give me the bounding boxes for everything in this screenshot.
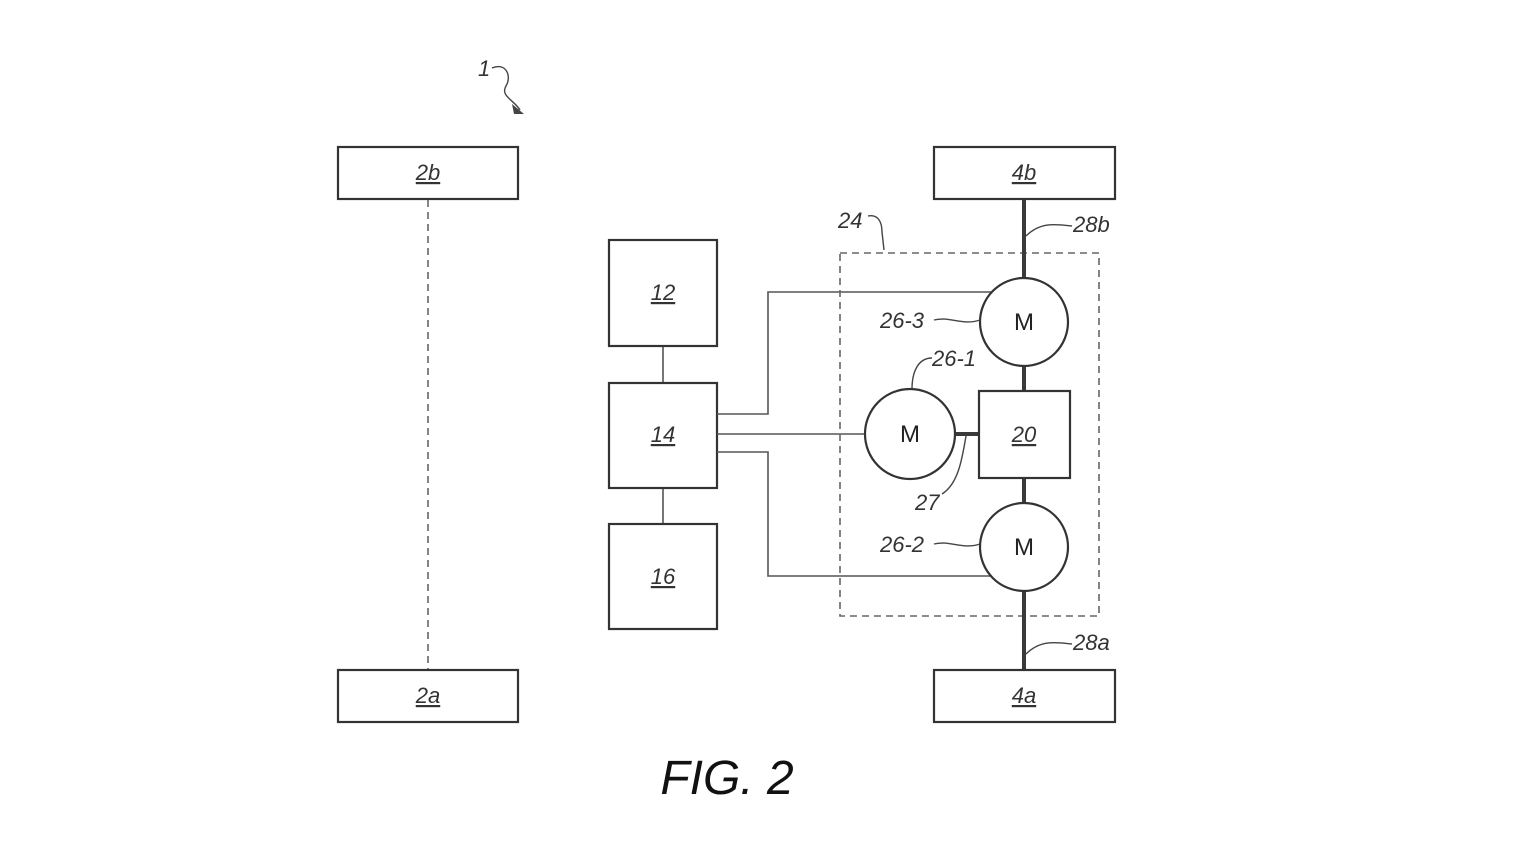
motor-26-3: M: [978, 276, 1070, 368]
block-2a-label: 2a: [415, 683, 440, 708]
motor-26-2-label: M: [1014, 534, 1034, 561]
block-14: 14: [607, 381, 719, 490]
block-2b: 2b: [336, 145, 520, 201]
wire-14-to-motor-26-2: [717, 451, 994, 577]
block-16: 16: [607, 522, 719, 631]
block-16-label: 16: [651, 564, 676, 589]
motor-26-3-label: M: [1014, 309, 1034, 336]
figure-reference-numeral: 1: [478, 56, 490, 81]
figure-reference-leader: [491, 65, 521, 111]
callout-26-3-leader: [933, 318, 981, 323]
block-4a: 4a: [932, 668, 1117, 724]
block-2b-label: 2b: [415, 160, 440, 185]
callout-26-1: 26-1: [931, 346, 976, 371]
figure-reference-arrowhead: [512, 104, 524, 114]
drive-unit-24-boundary: [839, 252, 1100, 617]
block-4b: 4b: [932, 145, 1117, 201]
callout-26-1-leader: [911, 357, 933, 390]
callout-24-leader: [867, 215, 885, 251]
callout-24: 24: [837, 208, 862, 233]
block-4b-label: 4b: [1012, 160, 1036, 185]
figure-caption: FIG. 2: [660, 752, 793, 805]
callout-28a: 28a: [1072, 630, 1110, 655]
motor-26-2: M: [978, 501, 1070, 593]
block-12-label: 12: [651, 280, 675, 305]
block-14-label: 14: [651, 422, 675, 447]
callout-26-2-leader: [933, 542, 981, 547]
motor-26-1-label: M: [900, 421, 920, 448]
motor-26-1: M: [863, 387, 957, 481]
callout-26-2: 26-2: [879, 532, 924, 557]
callout-28a-leader: [1025, 641, 1073, 655]
block-12: 12: [607, 238, 719, 348]
block-2a: 2a: [336, 668, 520, 724]
callout-28b: 28b: [1072, 212, 1110, 237]
block-20-label: 20: [1011, 422, 1037, 447]
block-4a-label: 4a: [1012, 683, 1036, 708]
block-20: 20: [977, 389, 1072, 480]
callout-27: 27: [914, 490, 940, 515]
callout-27-leader: [941, 435, 967, 495]
wire-14-to-motor-26-3: [717, 291, 994, 415]
callout-26-3: 26-3: [879, 308, 925, 333]
callout-28b-leader: [1025, 223, 1073, 237]
